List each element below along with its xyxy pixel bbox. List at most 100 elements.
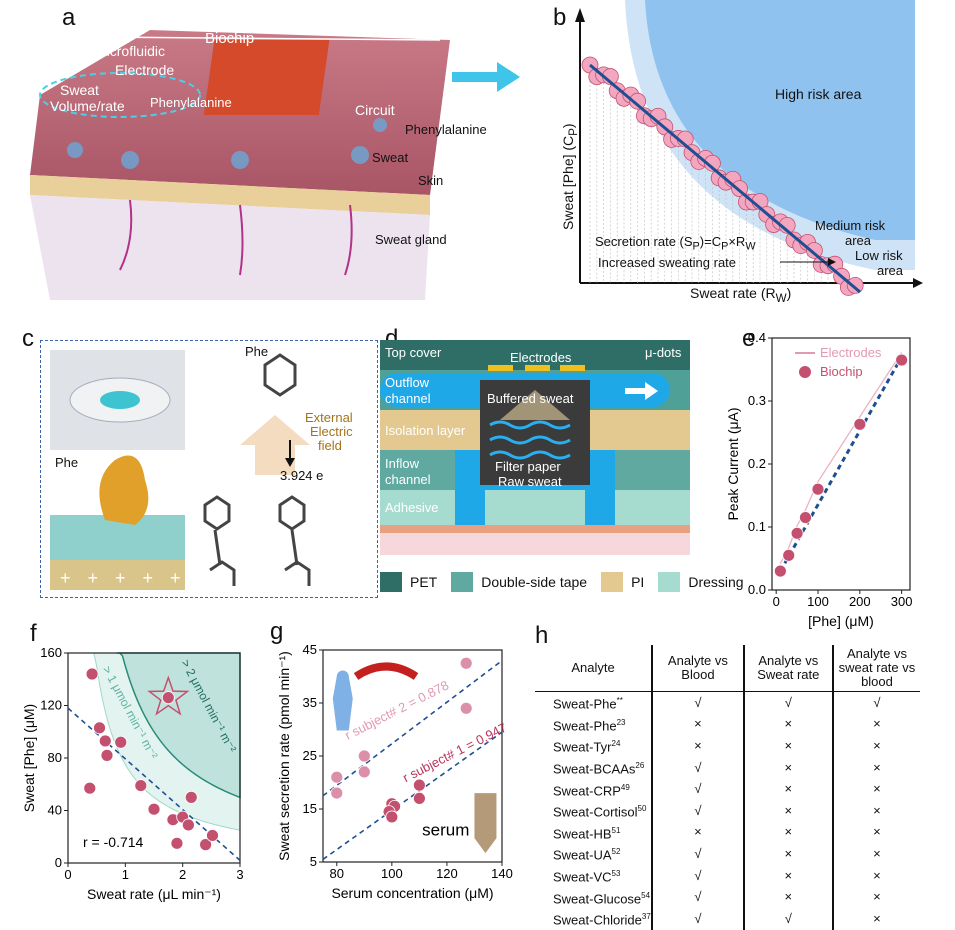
analyte-name: Sweat-Tyr24 <box>553 739 621 755</box>
inflow-label-2: channel <box>385 472 431 487</box>
cell-mark: × <box>831 756 920 779</box>
panel-label-h: h <box>535 622 549 649</box>
label-sweat-drop: Sweat <box>372 150 409 165</box>
analyte-name: Sweat-Glucose54 <box>553 890 651 906</box>
low-risk-label-2: area <box>877 263 904 278</box>
label-electrode: Electrode <box>115 62 175 78</box>
x-tick-label: 0 <box>64 867 71 882</box>
x-tick-label: 300 <box>891 594 913 609</box>
data-point <box>170 836 184 850</box>
cell-mark: × <box>742 713 833 736</box>
data-point <box>181 818 195 832</box>
data-point <box>703 154 721 172</box>
analyte-name: Sweat-HB51 <box>553 825 621 842</box>
table-row: Sweat-Phe**√√√ <box>535 691 920 714</box>
e-legend-electrodes: Electrodes <box>820 345 882 360</box>
label-skin: Skin <box>418 173 444 188</box>
electrodes-label: Electrodes <box>510 350 572 365</box>
data-point <box>85 667 99 681</box>
molecule-illustration <box>50 350 311 590</box>
table-row: Sweat-Phe23××× <box>535 713 920 736</box>
data-point <box>412 778 426 792</box>
correlation-annotation: r = -0.714 <box>83 834 144 850</box>
microdots-label: μ-dots <box>645 345 682 360</box>
y-tick-label: 160 <box>40 645 62 660</box>
table-row: Sweat-CRP49√×× <box>535 778 920 801</box>
y-tick-label: 0.0 <box>748 582 766 597</box>
outflow-label-1: Outflow <box>385 375 430 390</box>
data-point <box>773 564 787 578</box>
y-axis-label: Sweat secretion rate (pmol min⁻¹) <box>276 651 292 861</box>
cell-mark: √ <box>831 691 920 714</box>
band-2 <box>116 652 241 799</box>
cell-mark: √ <box>651 756 744 779</box>
x-axis-label: Serum concentration (μM) <box>331 885 493 901</box>
legend-label: PI <box>631 574 645 590</box>
cell-mark: √ <box>651 886 744 909</box>
data-point <box>147 802 161 816</box>
data-point <box>629 92 646 110</box>
label-sweat-gland: Sweat gland <box>375 232 447 247</box>
x-tick-label: 200 <box>849 594 871 609</box>
cell-mark: × <box>742 778 833 801</box>
x-tick-label: 2 <box>179 867 186 882</box>
data-point <box>459 701 473 715</box>
star-marker <box>147 675 190 716</box>
x-axis-label: Sweat rate (μL min⁻¹) <box>87 886 221 902</box>
analyte-name: Sweat-Phe23 <box>553 717 626 733</box>
cell-mark: × <box>831 800 920 822</box>
cell-mark: × <box>742 821 833 844</box>
x-tick-label: 100 <box>807 594 829 609</box>
label-biochip: Biochip <box>205 30 255 47</box>
legend-swatch <box>451 572 474 592</box>
field-label-2: Electric <box>310 424 353 439</box>
label-microfluidic: Microfluidic <box>95 43 166 59</box>
label-circuit: Circuit <box>355 102 395 118</box>
cell-mark: × <box>831 843 920 865</box>
cell-mark: √ <box>651 800 744 822</box>
device-crosssection <box>380 340 690 555</box>
legend-swatch <box>380 572 402 592</box>
cell-mark: × <box>831 713 920 736</box>
table-row: Sweat-Tyr24××× <box>535 735 920 757</box>
panel-label-g: g <box>270 618 284 645</box>
y-tick-label: 0.2 <box>748 456 766 471</box>
analyte-name: Sweat-UA52 <box>553 847 621 863</box>
y-tick-label: 25 <box>303 748 317 763</box>
legend-label: PET <box>410 574 438 590</box>
table-row: Sweat-UA52√×× <box>535 843 920 865</box>
data-point <box>330 770 344 784</box>
charge-label: + + + + + <box>60 568 187 588</box>
analyte-name: Sweat-VC53 <box>553 869 621 885</box>
cell-mark: √ <box>651 691 744 714</box>
arrow-icon <box>452 62 520 92</box>
y-tick-label: 0.4 <box>748 330 766 345</box>
cell-mark: × <box>831 821 920 844</box>
legend-label: Dressing <box>688 574 744 590</box>
panel-label-a: a <box>62 4 76 31</box>
cell-mark: √ <box>651 865 744 887</box>
cell-mark: × <box>831 865 920 887</box>
data-point <box>83 781 97 795</box>
r-subject1-label: r subject# 1 = 0.947 <box>400 720 509 785</box>
data-point <box>895 353 909 367</box>
data-point <box>385 810 399 824</box>
d-legend: PET Double-side tape PI Dressing <box>380 572 750 592</box>
data-point <box>98 734 112 748</box>
analyte-name: Sweat-BCAAs26 <box>553 760 645 777</box>
analyte-name: Sweat-Chloride37 <box>553 912 651 928</box>
cell-mark: × <box>651 735 744 757</box>
data-point <box>93 721 106 735</box>
high-risk-label: High risk area <box>775 86 862 102</box>
table-row: Sweat-Chloride37√√× <box>535 908 920 930</box>
table-row: Sweat-BCAAs26√×× <box>535 756 920 779</box>
cell-mark: × <box>742 843 833 865</box>
isolation-label: Isolation layer <box>385 423 466 438</box>
cell-mark: × <box>742 886 833 909</box>
table-row: Sweat-HB51××× <box>535 821 920 844</box>
legend-label: Double-side tape <box>481 574 588 590</box>
x-tick-label: 140 <box>491 866 513 881</box>
y-tick-label: 0 <box>55 855 62 870</box>
